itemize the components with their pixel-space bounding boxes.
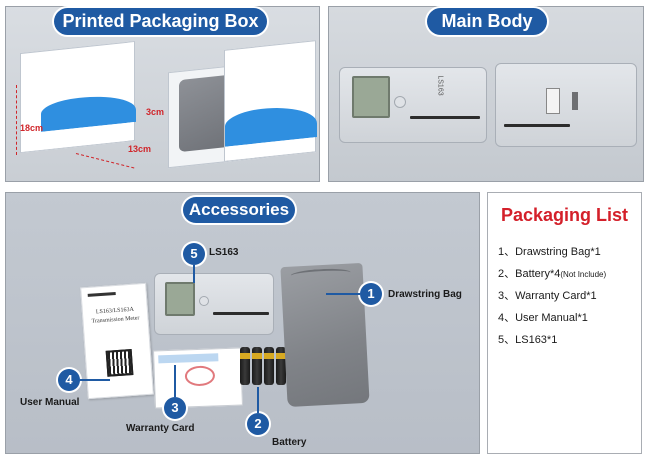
packaging-list-item: 4、User Manual*1 <box>498 312 588 324</box>
leader-1 <box>326 293 360 295</box>
manual-subtitle: Transmission Meter <box>91 315 140 325</box>
manual-header-strip <box>87 291 116 297</box>
packaging-list-item: 5、LS163*1 <box>498 334 558 346</box>
label-ls163: LS163 <box>209 247 239 258</box>
section-title-packaging-box: Printed Packaging Box <box>54 8 267 35</box>
warranty-card-header <box>158 353 219 364</box>
dimension-height: 3cm <box>146 107 165 117</box>
leader-4 <box>80 379 110 381</box>
battery-cell <box>252 347 262 385</box>
device-back-slot <box>504 124 570 127</box>
label-warranty-card: Warranty Card <box>126 423 195 434</box>
manual-qr-code <box>105 349 134 377</box>
drawstring-bag-item <box>280 262 370 408</box>
packaging-list-note: (Not Include) <box>560 270 607 279</box>
ls163-button <box>199 296 209 306</box>
section-title-main-body: Main Body <box>427 8 547 35</box>
main-body-photo: LS163 <box>328 6 644 182</box>
packaging-list-item: 1、Drawstring Bag*1 <box>498 246 601 258</box>
device-screen <box>352 76 390 118</box>
closed-box <box>20 40 136 154</box>
device-measurement-slot <box>410 116 480 119</box>
device-front-view: LS163 <box>339 67 487 143</box>
label-user-manual: User Manual <box>20 397 80 408</box>
dimension-length: 18cm <box>20 123 44 133</box>
marker-4: 4 <box>58 369 80 391</box>
dim-line-width <box>75 153 135 169</box>
leader-3 <box>174 365 176 397</box>
accessories-photo: LS163/LS163A Transmission Meter 5 LS163 … <box>5 192 480 454</box>
bag-drawstring <box>290 267 352 281</box>
leader-5 <box>193 265 195 283</box>
marker-5: 5 <box>183 243 205 265</box>
open-box-lid <box>224 40 317 162</box>
dim-line-length <box>16 85 17 155</box>
ls163-slot <box>213 312 269 315</box>
ls163-screen <box>165 282 195 316</box>
warranty-card-stamp <box>184 365 216 387</box>
battery-cell <box>276 347 286 385</box>
packaging-list-panel: Packaging List 1、Drawstring Bag*1 2、Batt… <box>487 192 642 454</box>
section-title-accessories: Accessories <box>183 197 295 223</box>
packaging-list-item: 2、Battery*4(Not Include) <box>498 268 607 280</box>
device-back-view <box>495 63 637 147</box>
marker-1: 1 <box>360 283 382 305</box>
marker-3: 3 <box>164 397 186 419</box>
leader-2 <box>257 387 259 413</box>
battery-cell <box>264 347 274 385</box>
device-power-button <box>394 96 406 108</box>
device-back-vent <box>572 92 578 110</box>
packaging-list-item: 3、Warranty Card*1 <box>498 290 597 302</box>
ls163-device-item <box>154 273 274 335</box>
packaging-list-title: Packaging List <box>500 205 629 225</box>
label-drawstring-bag: Drawstring Bag <box>388 289 462 300</box>
label-battery: Battery <box>272 437 307 448</box>
marker-2: 2 <box>247 413 269 435</box>
device-front-label: LS163 <box>436 75 444 96</box>
battery-cell <box>240 347 250 385</box>
dimension-width: 13cm <box>128 144 152 154</box>
device-back-sticker <box>546 88 560 114</box>
packaging-box-photo: 18cm 13cm 3cm <box>5 6 320 182</box>
user-manual-booklet: LS163/LS163A Transmission Meter <box>80 282 154 400</box>
